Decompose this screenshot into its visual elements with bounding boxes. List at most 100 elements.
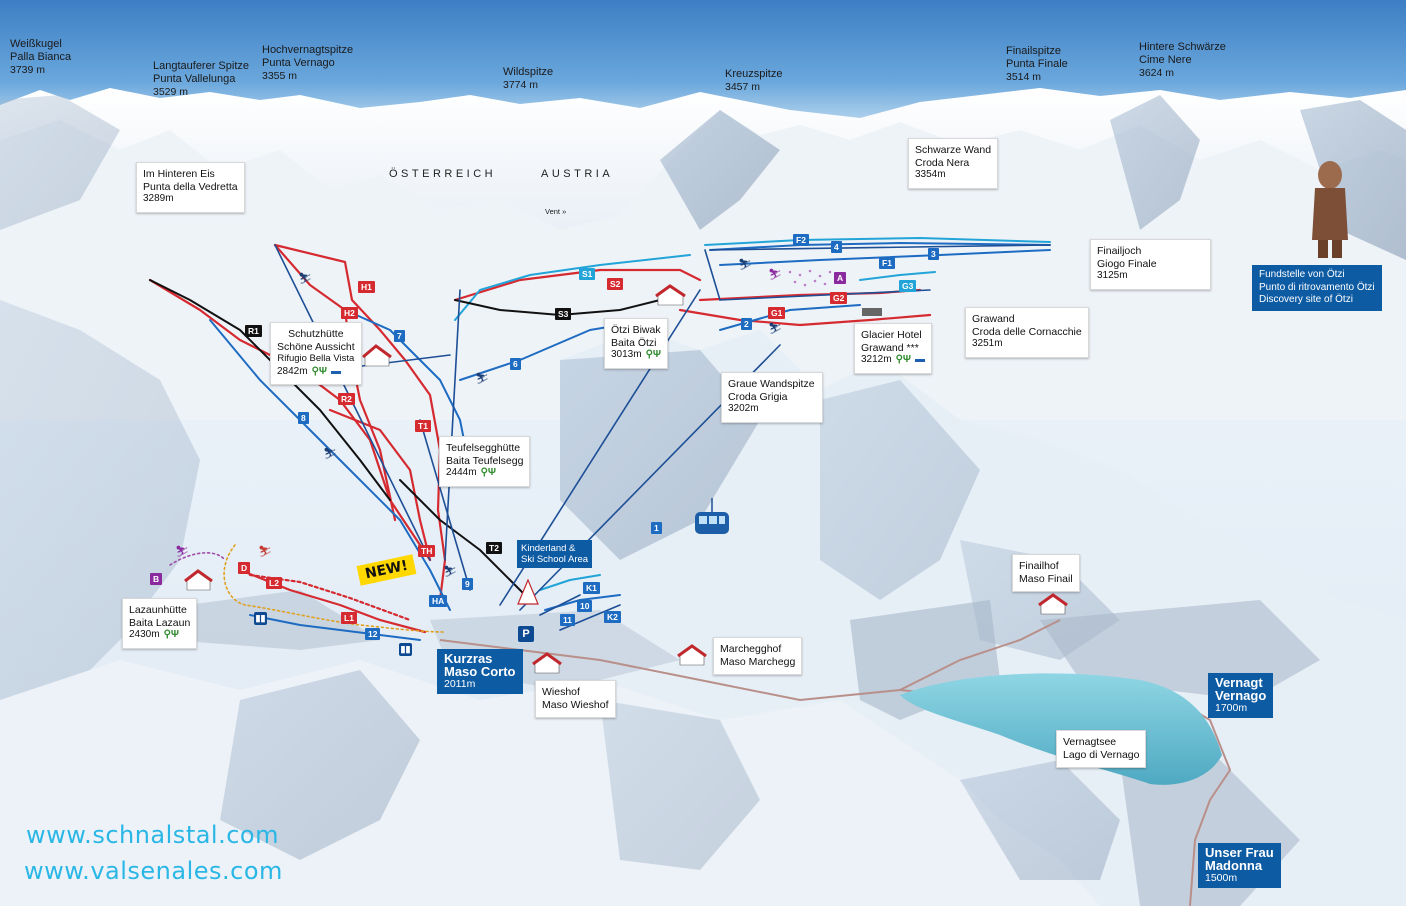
skier-icon: ⛷	[738, 259, 752, 271]
ski-lift-icon: ⛷	[475, 373, 489, 385]
run-tag-red-th[interactable]: TH	[418, 545, 436, 557]
label-schutzhutte[interactable]: Schutzhütte Schöne Aussicht Rifugio Bell…	[270, 322, 362, 385]
restaurant-icon: ⚲Ψ	[895, 354, 911, 365]
peak-altitude: 3457 m	[725, 81, 761, 93]
peak-name: Hintere Schwärze	[1139, 41, 1226, 53]
run-tag-black-t2[interactable]: T2	[486, 542, 502, 554]
run-tag-blue-k1[interactable]: K1	[583, 582, 600, 594]
label-altitude: 3212m	[861, 354, 892, 365]
label-line: Teufelsegghütte	[446, 442, 521, 454]
label-marchegghof[interactable]: Marchegghof Maso Marchegg	[713, 637, 803, 675]
label-im-hinteren-eis[interactable]: Im Hinteren Eis Punta della Vedretta 328…	[136, 162, 245, 213]
label-schwarze-wand[interactable]: Schwarze Wand Croda Nera 3354m	[908, 138, 999, 189]
label-finailjoch[interactable]: Finailjoch Giogo Finale 3125m	[1090, 239, 1211, 290]
run-tag-red-g1[interactable]: G1	[768, 307, 786, 319]
peak-name: Langtauferer Spitze	[153, 60, 250, 72]
bus-icon: ▮▮	[399, 643, 412, 656]
kinderland-box[interactable]: Kinderland & Ski School Area	[517, 540, 593, 568]
house-icon	[655, 284, 686, 306]
run-tag-red-g2[interactable]: G2	[830, 292, 848, 304]
restaurant-icon: ⚲Ψ	[480, 467, 496, 478]
run-tag-red-l1[interactable]: L1	[341, 612, 357, 624]
label-altitude: 2430m	[129, 629, 160, 640]
village-altitude: 1500m	[1205, 872, 1238, 884]
label-grawand[interactable]: Grawand Croda delle Cornacchie 3251m	[965, 307, 1089, 358]
run-tag-blue-11[interactable]: 11	[560, 614, 575, 626]
run-tag-black-s3[interactable]: S3	[555, 308, 572, 320]
ski-lift-icon: ⛷	[323, 448, 337, 460]
label-line: Punta della Vedretta	[143, 180, 238, 193]
run-tag-cyan-s1[interactable]: S1	[579, 268, 596, 280]
run-tag-red-t1[interactable]: T1	[415, 420, 431, 432]
bed-icon: ▬	[915, 354, 925, 365]
website-url-de[interactable]: www.schnalstal.com	[26, 821, 279, 849]
parking-icon: P	[518, 626, 534, 642]
peak-name-it: Cime Nere	[1139, 54, 1192, 66]
otzi-discovery-box[interactable]: Fundstelle von Ötzi Punto di ritrovament…	[1252, 265, 1382, 311]
skier-icon: ⛷	[258, 546, 272, 558]
website-url-it[interactable]: www.valsenales.com	[24, 857, 283, 885]
otzi-line: Punto di ritrovamento Ötzi	[1259, 281, 1375, 293]
run-tag-red-d[interactable]: D	[238, 562, 251, 574]
village-unser-frau[interactable]: Unser Frau Madonna 1500m	[1198, 843, 1281, 888]
restaurant-icon: ⚲Ψ	[645, 349, 661, 360]
run-tag-purple-a[interactable]: A	[834, 272, 847, 284]
peak-name: Finailspitze	[1006, 45, 1062, 57]
run-tag-blue-2[interactable]: 2	[741, 318, 752, 330]
house-icon	[532, 652, 562, 674]
label-line: Rifugio Bella Vista	[277, 353, 355, 364]
village-kurzras[interactable]: Kurzras Maso Corto 2011m	[437, 649, 523, 694]
run-tag-purple-b[interactable]: B	[150, 573, 163, 585]
run-tag-red-h1[interactable]: H1	[358, 281, 375, 293]
peak-name-it: Punta Finale	[1006, 58, 1068, 70]
run-tag-blue-k2[interactable]: K2	[604, 611, 621, 623]
run-tag-blue-4[interactable]: 4	[831, 241, 842, 253]
label-vernagtsee[interactable]: Vernagtsee Lago di Vernago	[1056, 730, 1147, 768]
label-line: Maso Finail	[1019, 572, 1073, 585]
label-teufelsegghutte[interactable]: Teufelsegghütte Baita Teufelsegg 2444m⚲Ψ	[439, 436, 531, 487]
run-tag-blue-f1[interactable]: F1	[879, 257, 895, 269]
village-vernagt[interactable]: Vernagt Vernago 1700m	[1208, 673, 1274, 718]
label-otzi-biwak[interactable]: Ötzi Biwak Baita Ötzi 3013m⚲Ψ	[604, 318, 668, 369]
run-tag-blue-6[interactable]: 6	[510, 358, 521, 370]
run-tag-red-r2[interactable]: R2	[338, 393, 355, 405]
label-line: Grawand	[972, 313, 1015, 325]
run-tag-blue-3[interactable]: 3	[928, 248, 939, 260]
run-tag-blue-7[interactable]: 7	[394, 330, 405, 342]
label-glacier-hotel[interactable]: Glacier Hotel Grawand *** 3212m⚲Ψ▬	[854, 323, 932, 374]
run-tag-blue-1[interactable]: 1	[651, 522, 662, 534]
otzi-line: Fundstelle von Ötzi	[1259, 269, 1345, 280]
tipi-icon	[517, 578, 539, 605]
label-altitude: 3289m	[143, 193, 174, 204]
peak-hintere-schwarze: Hintere Schwärze Cime Nere 3624 m	[1139, 41, 1226, 80]
run-tag-red-l2[interactable]: L2	[266, 577, 282, 589]
village-name-it: Maso Corto	[444, 664, 516, 679]
label-line: Croda Grigia	[728, 390, 788, 403]
gondola-icon	[695, 498, 729, 534]
peak-altitude: 3739 m	[10, 64, 46, 76]
run-tag-blue-ha[interactable]: HA	[429, 595, 448, 607]
label-line: Baita Lazaun	[129, 616, 191, 629]
run-tag-blue-12[interactable]: 12	[365, 628, 381, 640]
label-line: Finailhof	[1019, 560, 1059, 572]
peak-wildspitze: Wildspitze 3774 m	[503, 66, 553, 92]
label-wieshof[interactable]: Wieshof Maso Wieshof	[535, 680, 616, 718]
peak-altitude: 3529 m	[153, 86, 189, 98]
country-label-en: AUSTRIA	[541, 168, 614, 180]
peak-altitude: 3624 m	[1139, 67, 1175, 79]
run-tag-cyan-g3[interactable]: G3	[899, 280, 917, 292]
run-tag-red-h2[interactable]: H2	[341, 307, 358, 319]
label-finailhof[interactable]: Finailhof Maso Finail	[1012, 554, 1080, 592]
run-tag-blue-10[interactable]: 10	[577, 600, 593, 612]
run-tag-blue-9[interactable]: 9	[462, 578, 473, 590]
label-graue-wandspitze[interactable]: Graue Wandspitze Croda Grigia 3202m	[721, 372, 823, 423]
run-tag-red-s2[interactable]: S2	[607, 278, 624, 290]
label-line: Wieshof	[542, 686, 580, 698]
label-lazaunhutte[interactable]: Lazaunhütte Baita Lazaun 2430m⚲Ψ	[122, 598, 198, 649]
run-tag-black-r1[interactable]: R1	[245, 325, 262, 337]
ski-lift-icon: ⛷	[298, 273, 312, 285]
run-tag-blue-f2[interactable]: F2	[793, 234, 809, 246]
run-tag-blue-8[interactable]: 8	[298, 412, 309, 424]
